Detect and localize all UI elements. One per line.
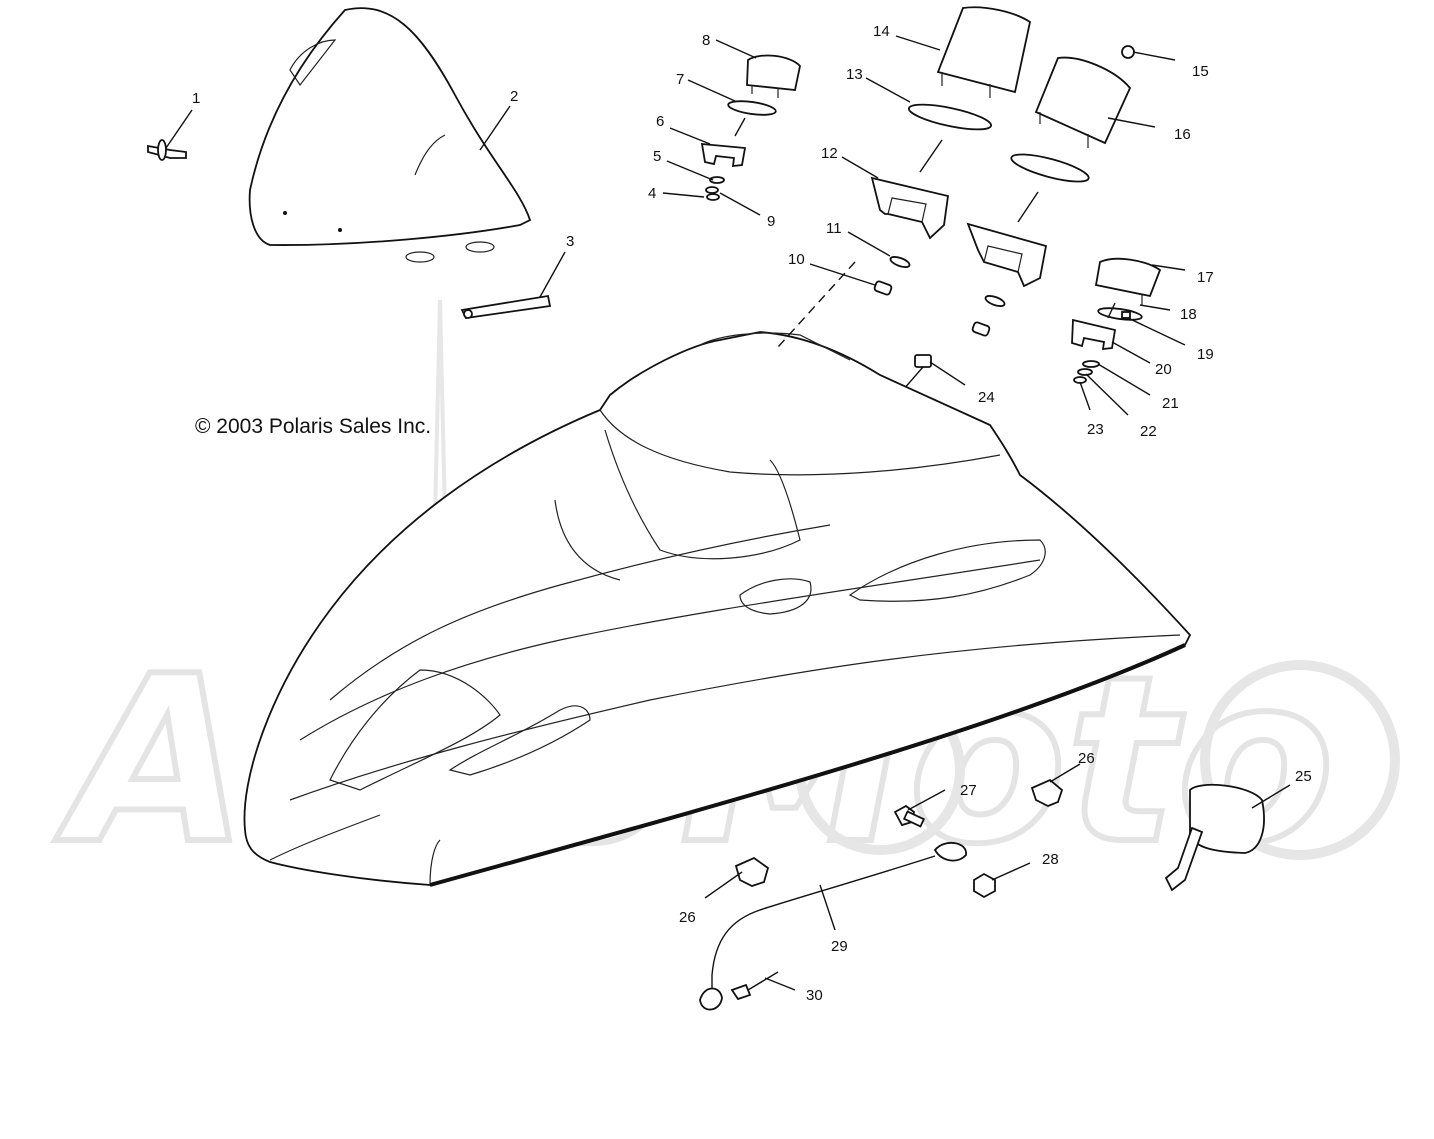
part-4-nut [706, 193, 720, 201]
callout-26-left: 26 [679, 909, 696, 926]
part-18-lens [1097, 307, 1143, 321]
callout-27: 27 [960, 782, 977, 799]
part-10-nut [873, 280, 893, 296]
copyright-text: © 2003 Polaris Sales Inc. [195, 415, 431, 438]
callout-labels: 1 2 3 4 5 6 7 8 9 10 11 12 13 14 15 16 1… [192, 23, 1312, 1004]
part-5-washer [709, 176, 725, 184]
callout-2: 2 [510, 88, 518, 105]
callout-28: 28 [1042, 851, 1059, 868]
callout-11: 11 [826, 220, 842, 237]
part-16-gauge [1034, 56, 1132, 148]
part-24-connector [902, 354, 932, 391]
part-13b-lens [1010, 153, 1090, 183]
callout-7: 7 [676, 71, 684, 88]
callout-8: 8 [702, 32, 710, 49]
part-8-gauge [746, 54, 801, 98]
callout-13: 13 [846, 66, 863, 83]
part-29-tether-cable [699, 841, 967, 1011]
part-25-mirror [1164, 783, 1265, 892]
callout-1: 1 [192, 90, 200, 107]
callout-25: 25 [1295, 768, 1312, 785]
part-washer-right [984, 295, 1006, 307]
callout-24: 24 [978, 389, 995, 406]
callout-12: 12 [821, 145, 838, 162]
callout-29: 29 [831, 938, 848, 955]
callout-17: 17 [1197, 269, 1214, 286]
callout-5: 5 [653, 148, 661, 165]
part-17-gauge [1094, 257, 1162, 305]
part-30-pin [730, 971, 779, 1001]
part-6-gauge-housing [700, 142, 747, 168]
part-21-washer [1082, 360, 1100, 368]
callout-26-right: 26 [1078, 750, 1095, 767]
callout-21: 21 [1162, 395, 1179, 412]
part-28-nut [973, 872, 996, 899]
callout-4: 4 [648, 185, 656, 202]
callout-14: 14 [873, 23, 890, 40]
part-12-gauge-housing [870, 176, 950, 240]
part-12b-gauge-housing [966, 222, 1048, 288]
part-nut-right [971, 321, 991, 337]
callout-10: 10 [788, 251, 805, 268]
callout-6: 6 [656, 113, 664, 130]
part-26-mount-left [734, 856, 770, 887]
callout-18: 18 [1180, 306, 1197, 323]
hood-body [243, 331, 1192, 887]
part-7-lens [727, 100, 777, 116]
callout-23: 23 [1087, 421, 1104, 438]
part-1-rivet [147, 139, 187, 161]
leader-lines [165, 35, 1291, 991]
part-9-washer [705, 186, 719, 194]
callout-15: 15 [1192, 63, 1209, 80]
part-3-strap [460, 294, 552, 319]
part-27-bolt [893, 804, 926, 828]
part-13-lens [907, 103, 993, 131]
part-14-gauge [936, 6, 1032, 98]
callout-19: 19 [1197, 346, 1214, 363]
callout-16: 16 [1174, 126, 1191, 143]
callout-9: 9 [767, 213, 775, 230]
watermark-wheel-right [1200, 660, 1400, 860]
callout-20: 20 [1155, 361, 1172, 378]
callout-30: 30 [806, 987, 823, 1004]
callout-22: 22 [1140, 423, 1157, 440]
part-2-windshield [248, 7, 532, 263]
callout-3: 3 [566, 233, 574, 250]
part-22-washer [1077, 368, 1093, 376]
part-11-washer [889, 256, 911, 268]
part-26-mount-right [1030, 778, 1064, 807]
part-20-gauge-housing [1071, 318, 1117, 351]
part-15-screw [1121, 45, 1135, 59]
